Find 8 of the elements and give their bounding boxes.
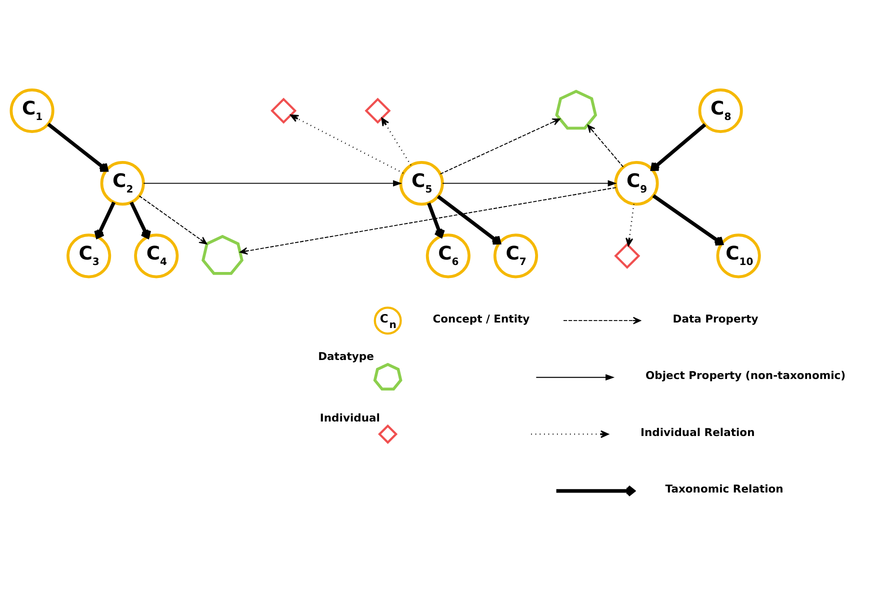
legend-label: Object Property (non-taxonomic) xyxy=(645,368,846,382)
legend-label: Individual xyxy=(320,411,380,424)
label: C$_{n}$ xyxy=(380,311,396,331)
legend-label: Taxonomic Relation xyxy=(665,482,784,496)
legend-label: Datatype xyxy=(318,350,374,363)
legend-label: Individual Relation xyxy=(640,425,755,438)
legend-label: Data Property xyxy=(672,312,758,325)
legend-label: Concept / Entity xyxy=(432,312,530,325)
